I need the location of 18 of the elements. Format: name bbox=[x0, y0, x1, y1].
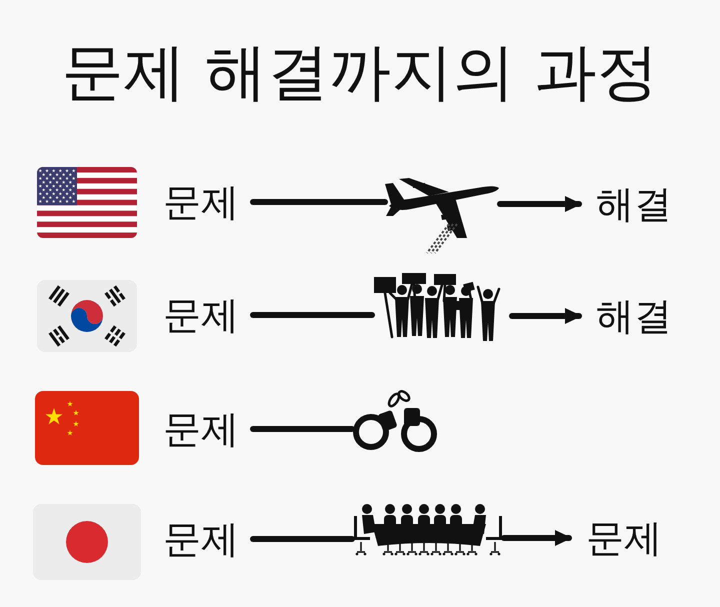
step-text: 문제 bbox=[157, 406, 245, 452]
step-text: 해결 bbox=[590, 293, 678, 339]
meeting-table-icon bbox=[352, 502, 504, 558]
step-text: 문제 bbox=[580, 515, 668, 561]
step-text: 해결 bbox=[590, 181, 678, 227]
arrow bbox=[509, 308, 582, 324]
handcuffs-icon bbox=[352, 388, 438, 452]
arrow bbox=[497, 196, 582, 212]
connector-line bbox=[250, 426, 355, 432]
title: 문제 해결까지의 과정 bbox=[60, 34, 660, 110]
connector-line bbox=[250, 199, 388, 205]
step-text: 문제 bbox=[157, 516, 245, 562]
bomber-plane-icon bbox=[385, 176, 500, 254]
connector-line bbox=[250, 312, 375, 318]
step-text: 문제 bbox=[157, 292, 245, 338]
arrow bbox=[501, 530, 572, 546]
connector-line bbox=[250, 536, 355, 542]
step-text: 문제 bbox=[157, 179, 245, 225]
